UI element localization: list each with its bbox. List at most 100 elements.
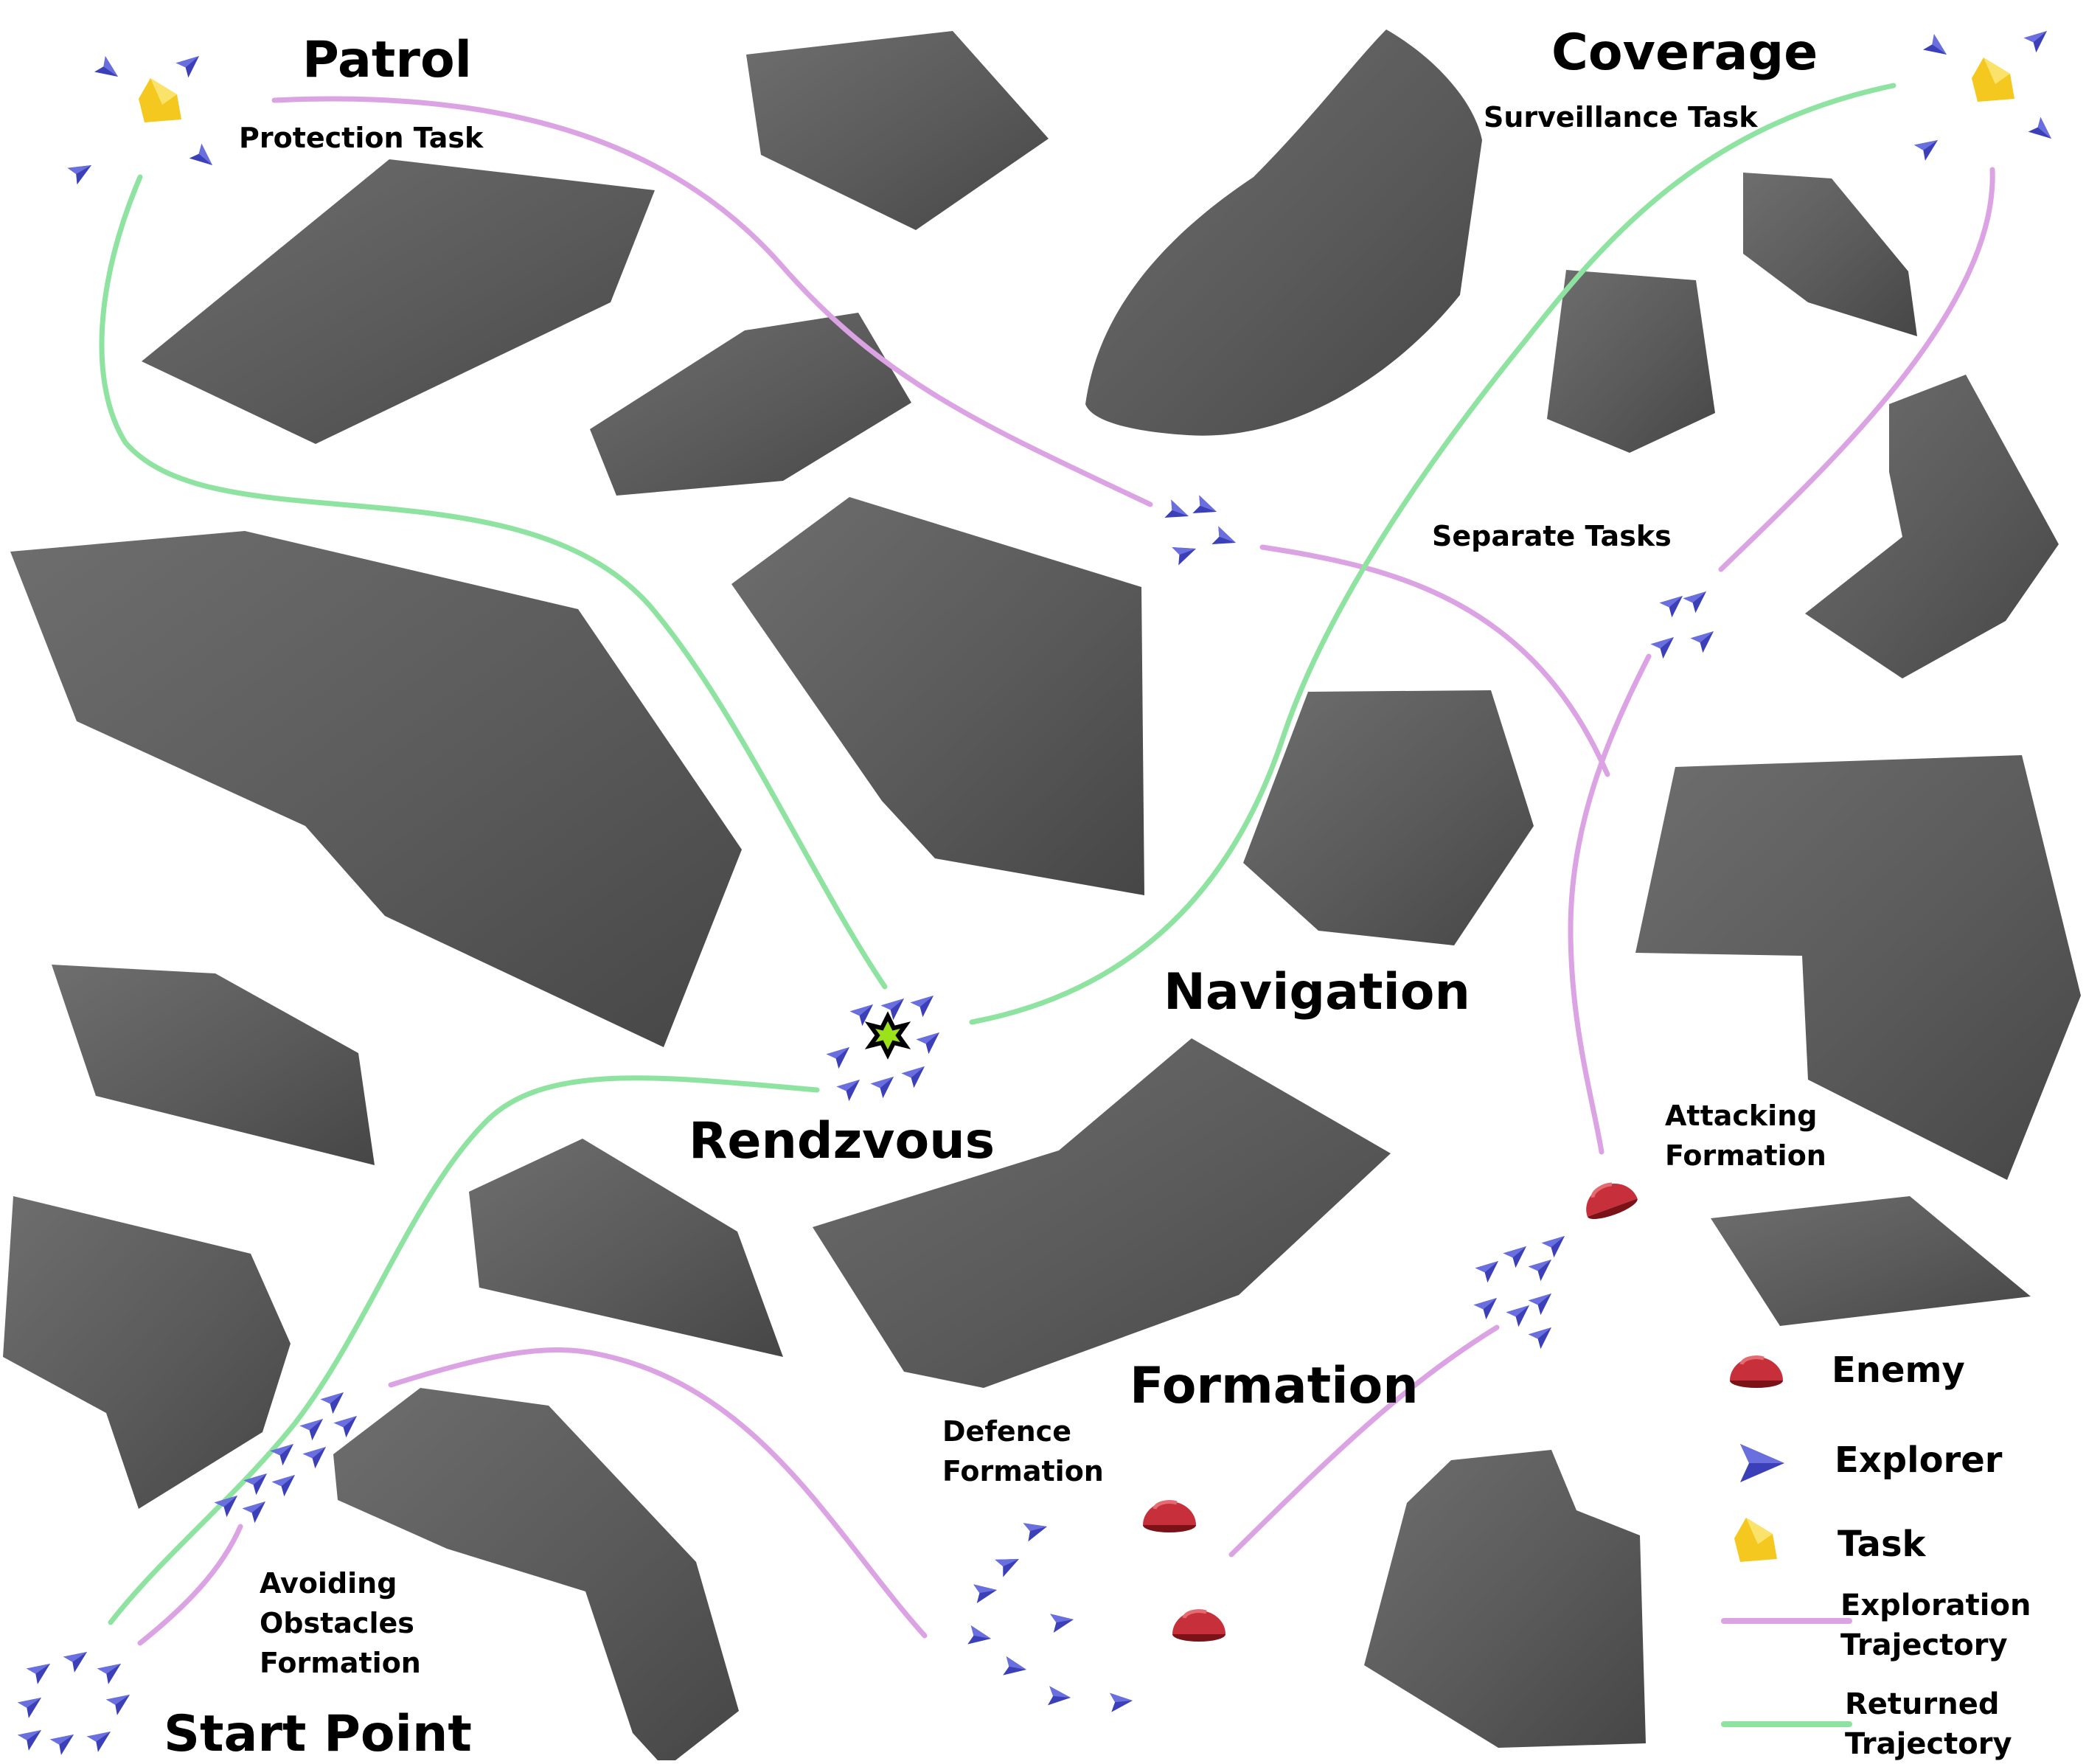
explorer-marker [1683,584,1713,614]
obstacle [10,531,742,1047]
defence-formation-label-line2: Formation [942,1455,1104,1487]
avoiding-label-line1: Avoiding [260,1567,397,1600]
explorer-marker [1172,539,1200,566]
explorer-marker [910,988,940,1018]
explorer-marker [995,1550,1023,1577]
explorer-marker [49,1726,80,1755]
obstacle [1635,755,2081,1180]
explorer-marker [299,1411,330,1441]
obstacle [1547,270,1715,453]
obstacle [3,1196,291,1509]
explorer-marker [320,1385,350,1414]
explorer-marker [271,1468,302,1497]
explorer-marker [901,1059,931,1088]
explorer-marker [17,1722,47,1751]
explorer-marker [302,1440,333,1469]
obstacle [52,965,375,1165]
explorer-marker [97,1656,127,1684]
obstacle [142,159,655,444]
surveillance-task-label: Surveillance Task [1484,101,1758,133]
explorer-marker [1650,630,1680,659]
enemy-marker [1579,1176,1640,1223]
explorer-marker [270,1437,300,1466]
start-point-label: Start Point [164,1705,472,1763]
legend-enemy-label: Enemy [1832,1350,1965,1391]
separate-tasks-label: Separate Tasks [1432,520,1672,552]
obstacle [333,1388,739,1760]
rendezvous-label: Rendzvous [689,1112,995,1170]
returned-trajectory [99,174,888,990]
explorer-group-patrol [67,49,219,185]
explorer-marker [870,1069,900,1099]
legend-task-icon [1734,1518,1777,1562]
explorer-marker [1164,499,1192,526]
returned-trajectories [99,83,1896,1625]
explorer-marker [94,56,124,85]
obstacle [746,31,1049,230]
protection-task-label: Protection Task [239,122,484,154]
explorer-marker [243,1466,274,1496]
defence-formation-label-line1: Defence [942,1415,1071,1448]
explorer-marker [86,1723,117,1752]
obstacle [469,1139,783,1357]
enemy-marker [1143,1501,1196,1532]
legend-returned-label-line1: Returned [1845,1687,2000,1721]
explorer-marker [916,1025,946,1055]
explorer-marker [849,997,880,1027]
obstacle [590,313,911,496]
explorer-marker [26,1656,56,1684]
explorer-group-start [17,1644,136,1755]
attacking-formation-label-line1: Attacking [1665,1100,1818,1132]
explorer-marker [1528,1286,1558,1316]
explorer-marker [105,1687,136,1715]
patrol-label: Patrol [302,31,472,89]
explorer-marker [17,1690,47,1718]
explorer-marker [2028,117,2058,146]
explorer-marker [1922,34,1953,63]
explorer-marker [1506,1298,1536,1327]
legend-returned-label-line2: Trajectory [1845,1727,2012,1761]
legend-enemy-icon [1730,1357,1783,1388]
legend-exploration-label-line1: Exploration [1840,1588,2031,1622]
explorer-marker [1473,1291,1503,1320]
task-marker [139,78,181,122]
legend-explorer-icon [1740,1444,1784,1482]
returned-trajectory [969,83,1896,1025]
avoiding-label-line3: Formation [260,1647,421,1679]
explorer-marker [973,1580,999,1604]
explorer-marker [1913,132,1944,161]
explorer-marker [63,1644,93,1673]
legend-task-label: Task [1838,1524,1926,1565]
explorer-group-defence [967,1517,1134,1712]
explorer-marker [1003,1656,1029,1679]
rendezvous-star-icon [864,1011,911,1060]
obstacle [1743,173,1917,336]
explorer-marker [1109,1691,1134,1712]
coverage-label: Coverage [1551,24,1818,82]
explorer-marker [2023,24,2054,53]
explorer-marker [189,143,219,173]
exploration-trajectory [1259,544,1610,777]
explorer-marker [1541,1229,1571,1258]
legend-icons [1721,1357,1852,1727]
explorer-marker [333,1409,364,1438]
legend-exploration-label-line2: Trajectory [1840,1628,2008,1662]
attacking-formation-label-line2: Formation [1665,1139,1826,1172]
exploration-trajectory [1568,653,1652,1155]
explorer-marker [67,156,97,185]
explorer-marker [1047,1686,1072,1707]
obstacle [813,1038,1391,1388]
obstacle [1243,690,1534,945]
explorer-marker [1503,1239,1533,1268]
explorer-marker [826,1040,856,1069]
formation-label: Formation [1130,1357,1419,1415]
explorer-marker [1690,624,1720,653]
explorer-marker [1659,588,1689,618]
explorer-marker [1023,1517,1050,1542]
explorer-marker [1050,1610,1076,1633]
navigation-label: Navigation [1164,963,1470,1021]
exploration-trajectory [137,1524,243,1646]
exploration-trajectory [271,96,1153,507]
explorer-marker [880,991,911,1021]
